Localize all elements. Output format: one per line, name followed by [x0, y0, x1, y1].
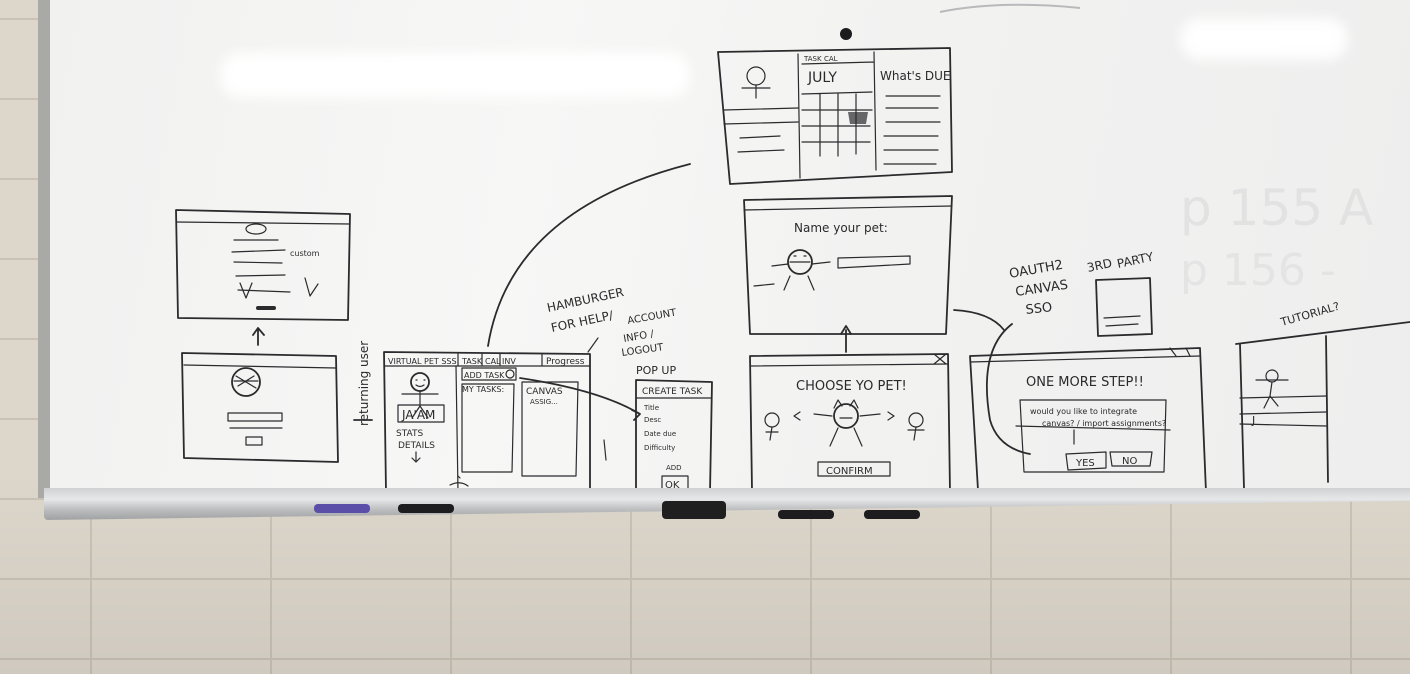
- popup-ok-button: OK: [665, 480, 680, 491]
- dashboard-sketch: VIRTUAL PET SSS TASK CAL INV Progress JA…: [383, 351, 591, 496]
- arrow-to-calendar: [487, 163, 691, 347]
- tab-progress: Progress: [546, 357, 585, 367]
- ghost-text-2: p 156 -: [1180, 245, 1336, 296]
- yes-button: YES: [1075, 458, 1095, 469]
- canvas-column-label: CANVAS: [526, 387, 563, 397]
- oauth-line-3: SSO: [1025, 300, 1053, 318]
- popup-title: CREATE TASK: [642, 387, 703, 397]
- pet-name: JA'AM: [401, 408, 435, 422]
- whiteboard: [38, 0, 1410, 498]
- third-party-line-1: 3RD: [1086, 256, 1114, 275]
- whiteboard-eraser[interactable]: [662, 501, 726, 519]
- returning-user-arrow: returning user: [353, 341, 373, 426]
- choose-pet-sketch: CHOOSE YO PET! CONFIRM: [749, 353, 951, 493]
- popup-add-label: ADD: [666, 464, 682, 472]
- hamburger-line-5: LOGOUT: [621, 342, 665, 359]
- light-glare-left: [220, 52, 690, 98]
- add-task-button: ADD TASK: [464, 371, 505, 380]
- calendar-tab-task: TASK: [803, 55, 822, 63]
- oauth-line-2: CANVAS: [1014, 278, 1068, 300]
- name-pet-sketch: Name your pet:: [743, 195, 953, 335]
- calendar-month: JULY: [807, 70, 837, 86]
- popup-field-desc: Desc: [644, 416, 661, 424]
- tab-cal: CAL: [485, 357, 501, 366]
- ghost-scribble: [939, 3, 1081, 13]
- hamburger-line-3: ACCOUNT: [627, 307, 678, 327]
- popup-field-title: Title: [643, 404, 659, 412]
- login-sketch-top: custom: [175, 209, 351, 321]
- third-party-line-2: PARTY: [1116, 249, 1156, 270]
- magnet: [840, 28, 852, 40]
- one-more-step-title: ONE MORE STEP!!: [1026, 375, 1144, 390]
- name-pet-prompt: Name your pet:: [794, 221, 888, 235]
- canvas-assignments-label: ASSIG...: [530, 398, 558, 406]
- login-sketch-bottom: [181, 352, 339, 463]
- black-marker-1[interactable]: [398, 504, 454, 513]
- my-tasks-label: MY TASKS:: [462, 385, 504, 394]
- login-custom-label: custom: [290, 249, 320, 258]
- popup-note: POP UP: [636, 364, 676, 377]
- ghost-text-1: p 155 A: [1180, 179, 1373, 237]
- hamburger-line-4: INFO /: [623, 329, 656, 345]
- arrow-to-oauth: [953, 309, 1005, 331]
- tab-virtual-pet: VIRTUAL PET SSS: [388, 357, 457, 366]
- tutorial-sketch: TUTORIAL? J: [1235, 300, 1410, 489]
- choose-pet-title: CHOOSE YO PET!: [796, 379, 907, 394]
- popup-field-date: Date due: [644, 430, 676, 438]
- tab-inv: INV: [502, 357, 516, 366]
- black-marker-3[interactable]: [864, 510, 920, 519]
- popup-sketch: POP UP CREATE TASK Title Desc Date due D…: [603, 364, 713, 493]
- returning-user-note: returning user: [357, 341, 371, 426]
- calendar-sketch: TASK CAL JULY What's DUE: [717, 28, 953, 185]
- tutorial-letter: J: [1251, 414, 1255, 427]
- popup-field-difficulty: Difficulty: [644, 444, 675, 452]
- arrow-up-name-pet: [840, 325, 852, 353]
- tab-task: TASK: [461, 357, 483, 366]
- calendar-tab-cal: CAL: [824, 55, 838, 63]
- hamburger-note: HAMBURGER FOR HELP/ ACCOUNT INFO / LOGOU…: [546, 285, 678, 359]
- hamburger-line-1: HAMBURGER: [546, 285, 625, 315]
- integrate-question-line-2: canvas? / import assignments?: [1042, 419, 1166, 428]
- stats-label: STATS: [396, 429, 423, 439]
- no-button: NO: [1122, 456, 1137, 467]
- purple-marker[interactable]: [314, 504, 370, 513]
- details-label: DETAILS: [398, 441, 435, 451]
- light-glare-right: [1180, 18, 1348, 60]
- one-more-step-sketch: ONE MORE STEP!! would you like to integr…: [969, 347, 1207, 493]
- confirm-button: CONFIRM: [826, 466, 873, 477]
- tutorial-note: TUTORIAL?: [1278, 300, 1341, 330]
- black-marker-2[interactable]: [778, 510, 834, 519]
- arrow-up-login: [252, 327, 265, 346]
- whats-due-label: What's DUE: [880, 69, 951, 83]
- integrate-question: would you like to integrate: [1030, 407, 1137, 416]
